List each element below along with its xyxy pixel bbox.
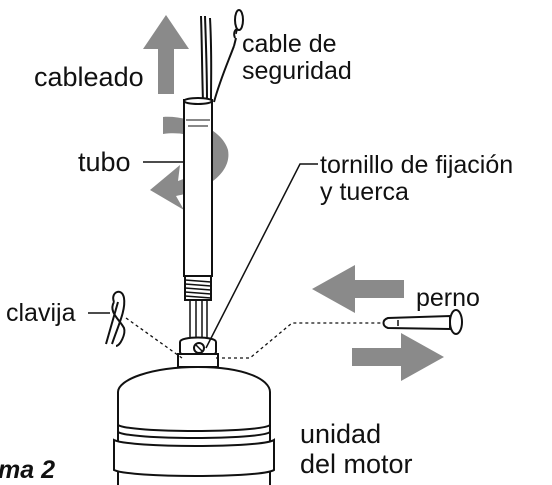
- up-arrow-icon: [143, 15, 189, 94]
- pin-label: perno: [416, 284, 480, 312]
- guide-lines: [125, 317, 382, 359]
- downrod-tube: [183, 97, 213, 277]
- threaded-section: [184, 275, 212, 301]
- pin-bolt: [382, 309, 463, 335]
- clip-label: clavija: [6, 299, 76, 327]
- tube-label: tubo: [78, 147, 131, 177]
- safety-cable: [233, 9, 244, 47]
- figure-caption: ma 2: [0, 456, 55, 484]
- safety-cable-label-line2: seguridad: [242, 57, 352, 85]
- left-arrow-icon: [312, 265, 404, 313]
- set-screw-label-line1: tornillo de fijación: [320, 151, 514, 179]
- set-screw-label-line2: y tuerca: [320, 178, 409, 206]
- motor-label-line1: unidad: [300, 419, 382, 449]
- wires: [200, 15, 235, 103]
- motor-label-line2: del motor: [300, 449, 413, 479]
- safety-cable-label-line1: cable de: [242, 30, 337, 58]
- leader-lines: [88, 29, 318, 349]
- cotter-clip: [105, 290, 126, 347]
- cabling-label: cableado: [34, 62, 144, 92]
- collar: [177, 336, 219, 368]
- right-arrow-icon: [352, 333, 444, 381]
- motor-housing: [113, 365, 275, 485]
